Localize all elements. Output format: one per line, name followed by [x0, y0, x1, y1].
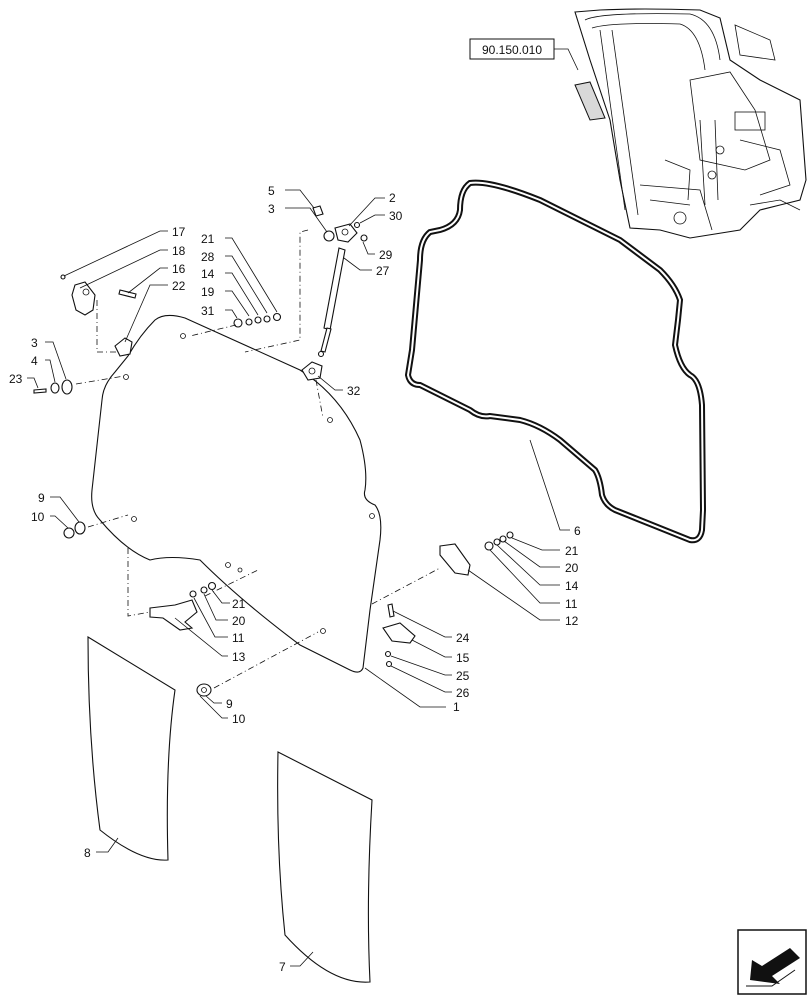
callout-8: 8: [84, 846, 91, 860]
lower-hinge-assembly: [149, 581, 217, 631]
callout-14-right: 14: [565, 579, 579, 593]
glass-panel-7: [277, 751, 373, 983]
left-fastener-stack: [33, 379, 73, 395]
upper-hinge-assembly: [60, 274, 282, 357]
callout-27: 27: [376, 264, 390, 278]
callout-2: 2: [389, 191, 396, 205]
callout-5: 5: [268, 184, 275, 198]
callout-24: 24: [456, 631, 470, 645]
assembly-centerlines: [75, 229, 441, 689]
callout-10-lower: 10: [232, 712, 246, 726]
callout-23: 23: [9, 372, 23, 386]
reference-code-box[interactable]: 90.150.010: [469, 38, 579, 71]
callout-9-left: 9: [38, 491, 45, 505]
callout-28: 28: [201, 250, 215, 264]
callout-19: 19: [201, 285, 215, 299]
callout-4: 4: [31, 354, 38, 368]
callout-20-lower: 20: [232, 614, 246, 628]
callout-15: 15: [456, 651, 470, 665]
callout-16: 16: [172, 262, 186, 276]
callout-26: 26: [456, 686, 470, 700]
callout-14-top: 14: [201, 267, 215, 281]
callout-3-left: 3: [31, 336, 38, 350]
upper-strut-bracket: [312, 205, 368, 243]
callout-13: 13: [232, 650, 246, 664]
callout-29: 29: [379, 248, 393, 262]
callout-12: 12: [565, 614, 579, 628]
lower-strut-bracket: [301, 361, 323, 381]
callout-leaders: [27, 189, 570, 967]
callout-3-top: 3: [268, 202, 275, 216]
callout-31: 31: [201, 304, 215, 318]
reference-code-label: 90.150.010: [482, 43, 542, 57]
callout-22: 22: [172, 279, 186, 293]
next-page-arrow-icon[interactable]: [737, 929, 807, 995]
callout-20-right: 20: [565, 561, 579, 575]
callout-25: 25: [456, 669, 470, 683]
striker-plate: [382, 603, 416, 668]
callout-1: 1: [453, 700, 460, 714]
callout-21-lower: 21: [232, 597, 246, 611]
door-glass-panel: [91, 314, 382, 673]
callout-17: 17: [172, 225, 186, 239]
callout-6: 6: [574, 524, 581, 538]
glass-panel-8: [87, 636, 176, 861]
callout-7: 7: [279, 960, 286, 974]
door-seal-gasket: [404, 179, 707, 544]
callout-21-right: 21: [565, 544, 579, 558]
callout-9-lower: 9: [226, 697, 233, 711]
right-latch-assembly: [439, 531, 514, 576]
lower-nut-washer: [196, 683, 212, 697]
cab-reference-illustration: [574, 8, 807, 239]
callout-32: 32: [347, 384, 361, 398]
gas-strut: [317, 247, 346, 358]
callout-11-right: 11: [565, 597, 578, 611]
left-nut-washer: [63, 521, 86, 539]
callout-21-top: 21: [201, 232, 215, 246]
callout-numbers: 1 2 3 5 30 29 27 17 18 16 22 21 28 14 19…: [9, 184, 581, 974]
callout-11-lower: 11: [232, 631, 245, 645]
callout-10-left: 10: [31, 510, 45, 524]
callout-18: 18: [172, 244, 186, 258]
callout-30: 30: [389, 209, 403, 223]
